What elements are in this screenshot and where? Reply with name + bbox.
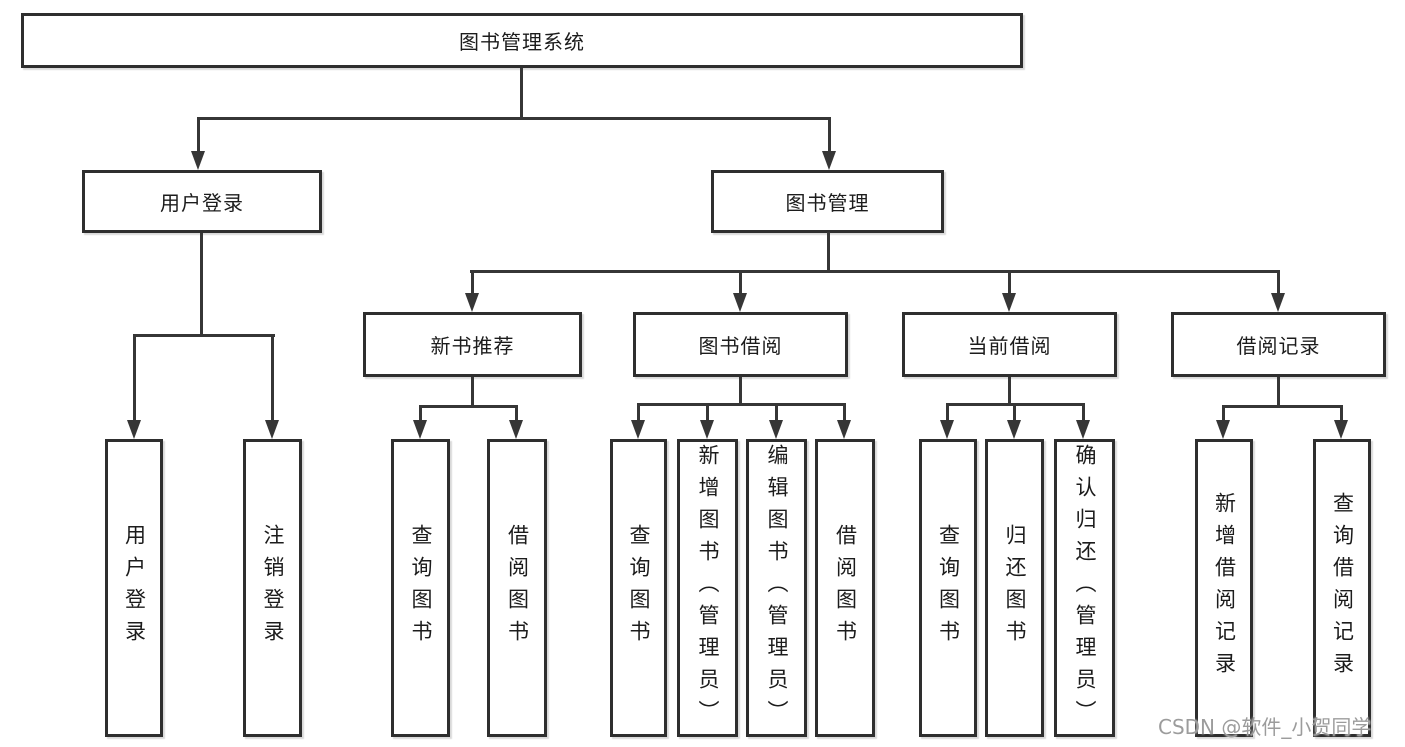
edge-borrow-trunk (739, 377, 742, 405)
node-label: 图书管理系统 (459, 30, 585, 54)
edge-to-bw-add (706, 403, 709, 422)
leaf-label: 查询借阅记录 (1330, 492, 1355, 684)
arrowhead-rec-query (1334, 420, 1348, 439)
edge-newbook-trunk (471, 377, 474, 407)
edge-to-book-management (828, 117, 831, 152)
node-book-borrow: 图书借阅 (633, 312, 848, 377)
leaf-records-add-record: 新增借阅记录 (1195, 439, 1253, 737)
edge-to-bw-query (637, 403, 640, 422)
arrowhead-current (1002, 293, 1016, 312)
leaf-label: 注销登录 (261, 524, 285, 652)
node-label: 新书推荐 (430, 334, 515, 358)
leaf-borrow-add-books-admin: 新增图书（管理员） (677, 439, 738, 737)
edge-to-bw-edit (775, 403, 778, 422)
edge-to-cur-query (946, 403, 949, 422)
arrowhead-bw-edit (769, 420, 783, 439)
leaf-label: 借阅图书 (505, 524, 530, 652)
arrowhead-cur-query (940, 420, 954, 439)
leaf-current-confirm-return-admin: 确认归还（管理员） (1054, 439, 1115, 737)
leaf-label: 查询图书 (409, 524, 433, 652)
edge-to-user-login (197, 117, 200, 152)
edge-to-new-book (471, 270, 474, 295)
edge-to-leaf-login (133, 334, 136, 420)
edge-to-borrow (739, 270, 742, 295)
edge-to-leaf-logout (271, 334, 274, 420)
csdn-watermark: CSDN @软件_小贺同学 (1158, 715, 1372, 739)
edge-records-branch (1222, 405, 1342, 408)
leaf-label: 新增图书（管理员） (696, 444, 720, 732)
edge-to-nb-query (419, 405, 422, 422)
node-label: 图书管理 (785, 191, 870, 215)
arrowhead-user-login (191, 151, 205, 170)
arrowhead-book-management (822, 151, 836, 170)
node-user-login: 用户登录 (82, 170, 322, 233)
node-label: 图书借阅 (698, 334, 783, 358)
leaf-current-return-books: 归还图书 (985, 439, 1044, 737)
edge-to-rec-query (1340, 405, 1343, 422)
edge-user-login-trunk (200, 233, 203, 336)
edge-book-mgmt-trunk (827, 232, 830, 272)
leaf-label: 编辑图书（管理员） (765, 444, 789, 732)
edge-to-current (1008, 270, 1011, 295)
edge-to-records (1277, 270, 1280, 295)
leaf-newbook-query-books: 查询图书 (391, 439, 450, 737)
edge-to-bw-borrow (843, 403, 846, 422)
arrowhead-bw-query (631, 420, 645, 439)
node-borrow-records: 借阅记录 (1171, 312, 1386, 377)
leaf-label: 确认归还（管理员） (1073, 444, 1097, 732)
node-new-book-recommend: 新书推荐 (363, 312, 582, 377)
leaf-current-query-books: 查询图书 (919, 439, 977, 737)
arrowhead-leaf-login (127, 420, 141, 439)
node-book-management: 图书管理 (711, 170, 944, 233)
edge-user-login-branch (133, 334, 275, 337)
edge-root-trunk (520, 68, 523, 118)
edge-current-trunk (1008, 377, 1011, 405)
node-library-management-system: 图书管理系统 (21, 13, 1023, 68)
edge-to-cur-return (1013, 403, 1016, 422)
leaf-borrow-edit-books-admin: 编辑图书（管理员） (746, 439, 807, 737)
leaf-label: 借阅图书 (833, 524, 858, 652)
leaf-records-query-record: 查询借阅记录 (1313, 439, 1371, 737)
arrowhead-borrow (733, 293, 747, 312)
leaf-label: 查询图书 (627, 524, 651, 652)
edge-newbook-branch (419, 405, 518, 408)
leaf-label: 查询图书 (936, 524, 961, 652)
edge-records-trunk (1277, 377, 1280, 407)
node-current-borrow: 当前借阅 (902, 312, 1117, 377)
leaf-label: 归还图书 (1003, 524, 1027, 652)
edge-to-cur-confirm (1082, 403, 1085, 422)
node-label: 用户登录 (160, 191, 244, 215)
node-label: 借阅记录 (1236, 334, 1321, 358)
edge-to-nb-borrow (515, 405, 518, 422)
leaf-borrow-query-books: 查询图书 (610, 439, 667, 737)
arrowhead-nb-query (413, 420, 427, 439)
arrowhead-nb-borrow (509, 420, 523, 439)
arrowhead-bw-add (700, 420, 714, 439)
edge-borrow-branch (637, 403, 846, 406)
leaf-borrow-borrow-books: 借阅图书 (815, 439, 875, 737)
leaf-label: 用户登录 (122, 524, 147, 652)
arrowhead-rec-add (1216, 420, 1230, 439)
arrowhead-new-book (465, 293, 479, 312)
arrowhead-leaf-logout (265, 420, 279, 439)
node-label: 当前借阅 (967, 334, 1052, 358)
arrowhead-bw-borrow (837, 420, 851, 439)
leaf-user-login: 用户登录 (105, 439, 163, 737)
leaf-newbook-borrow-books: 借阅图书 (487, 439, 547, 737)
leaf-label: 新增借阅记录 (1212, 492, 1237, 684)
leaf-logout-login: 注销登录 (243, 439, 302, 737)
arrowhead-cur-confirm (1076, 420, 1090, 439)
edge-root-branch (198, 117, 831, 120)
arrowhead-cur-return (1007, 420, 1021, 439)
edge-to-rec-add (1222, 405, 1225, 422)
edge-book-mgmt-branch (470, 270, 1280, 273)
arrowhead-records (1271, 293, 1285, 312)
